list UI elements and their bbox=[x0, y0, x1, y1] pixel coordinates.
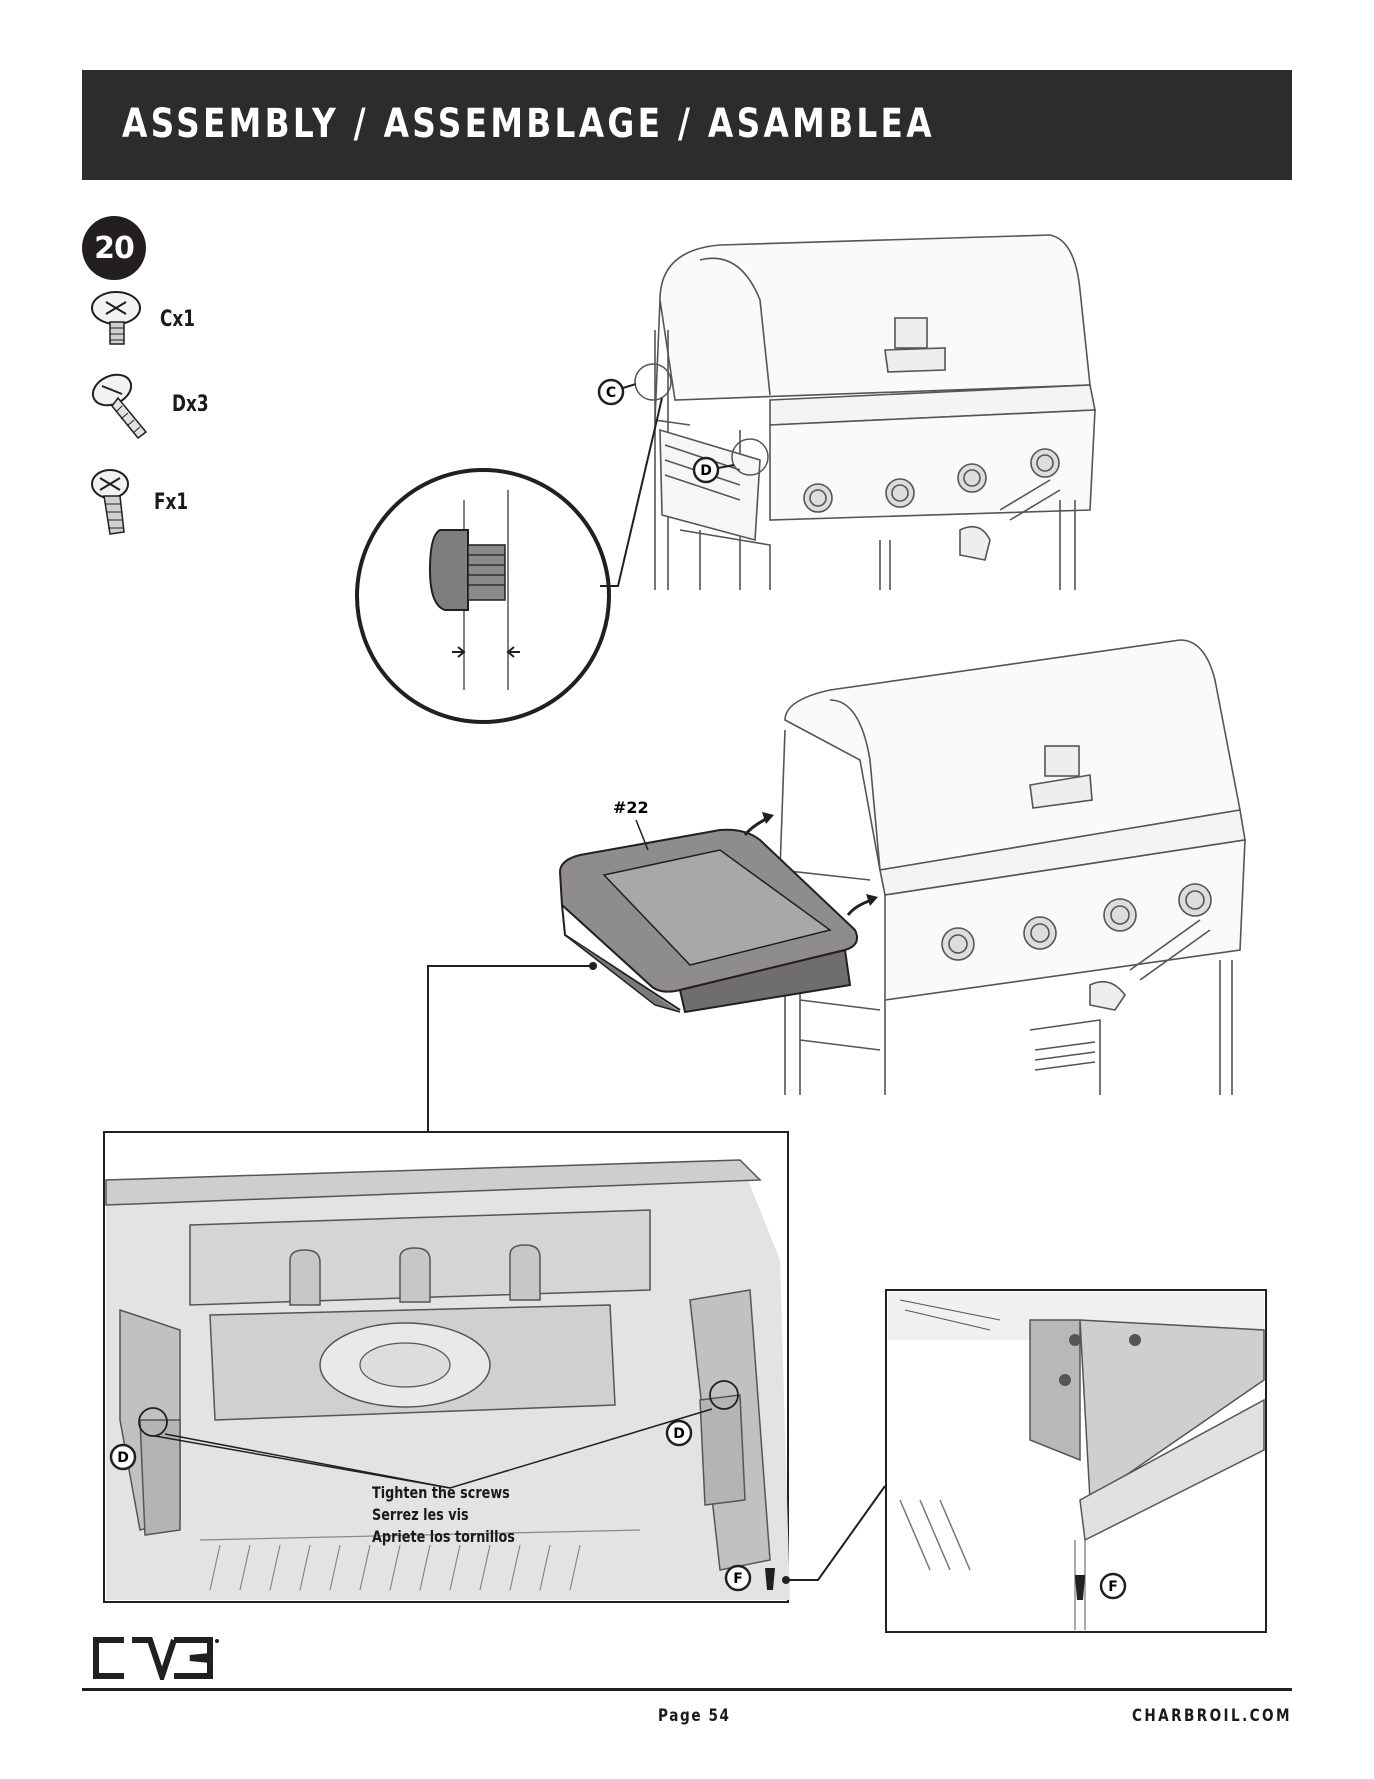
tighten-instruction: Tighten the screws Serrez les vis Apriet… bbox=[372, 1482, 515, 1548]
screw-gap-detail bbox=[357, 398, 662, 722]
label-f-left: F bbox=[733, 1571, 743, 1587]
charbroil-logo bbox=[90, 1636, 220, 1680]
grill-lower-view bbox=[780, 640, 1245, 1095]
label-d-upper: D bbox=[700, 463, 712, 479]
label-f-right: F bbox=[1108, 1579, 1118, 1595]
instruction-fr: Serrez les vis bbox=[372, 1504, 515, 1526]
label-d-left: D bbox=[117, 1450, 129, 1466]
label-d-right: D bbox=[673, 1426, 685, 1442]
instruction-en: Tighten the screws bbox=[372, 1482, 515, 1504]
part-number-label: #22 bbox=[613, 798, 649, 817]
callout-ring-c bbox=[635, 364, 671, 400]
page-number: Page 54 bbox=[658, 1706, 731, 1726]
footer-divider bbox=[82, 1688, 1292, 1691]
label-c: C bbox=[606, 385, 616, 401]
grill-upper-view bbox=[655, 235, 1095, 590]
side-shelf-part-22 bbox=[560, 812, 878, 1012]
instruction-es: Apriete los tornillos bbox=[372, 1526, 515, 1548]
screw-f-closeup-panel: F bbox=[886, 1290, 1266, 1632]
website-url: CHARBROIL.COM bbox=[1132, 1706, 1292, 1726]
